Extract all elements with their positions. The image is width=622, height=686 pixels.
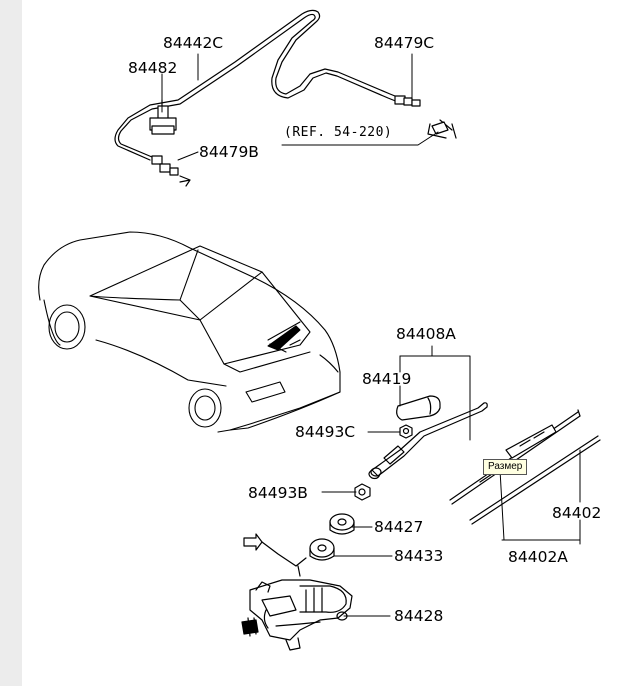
label-84427: 84427 — [374, 518, 423, 536]
car-illustration — [38, 231, 341, 433]
label-84433: 84433 — [394, 547, 443, 565]
motor-part — [241, 579, 353, 651]
part-labels: 84442C 84482 84479C 84479B (REF. 54-220)… — [128, 34, 601, 625]
label-84408A: 84408A — [396, 325, 456, 343]
pivot-nut — [354, 483, 371, 501]
label-84419: 84419 — [362, 370, 411, 388]
grommet-part — [329, 513, 355, 535]
left-margin-strip — [0, 0, 22, 686]
label-84402A: 84402A — [508, 548, 568, 566]
label-84479C: 84479C — [374, 34, 434, 52]
label-84402: 84402 — [552, 504, 601, 522]
label-84442C: 84442C — [163, 34, 223, 52]
arm-nut — [399, 424, 413, 439]
lower-joint-part — [151, 155, 191, 187]
label-84493C: 84493C — [295, 423, 355, 441]
size-tooltip: Размер — [483, 459, 528, 475]
packing-part — [243, 533, 335, 577]
arm-cap — [396, 395, 441, 421]
reference-label: (REF. 54-220) — [284, 125, 392, 140]
diagram-sheet — [22, 0, 622, 686]
label-84493B: 84493B — [248, 484, 308, 502]
label-84482: 84482 — [128, 59, 177, 77]
label-84479B: 84479B — [199, 143, 259, 161]
wiper-arm — [368, 402, 488, 480]
label-84428: 84428 — [394, 607, 443, 625]
washer-hose — [114, 9, 457, 161]
leader-lines — [161, 53, 581, 617]
